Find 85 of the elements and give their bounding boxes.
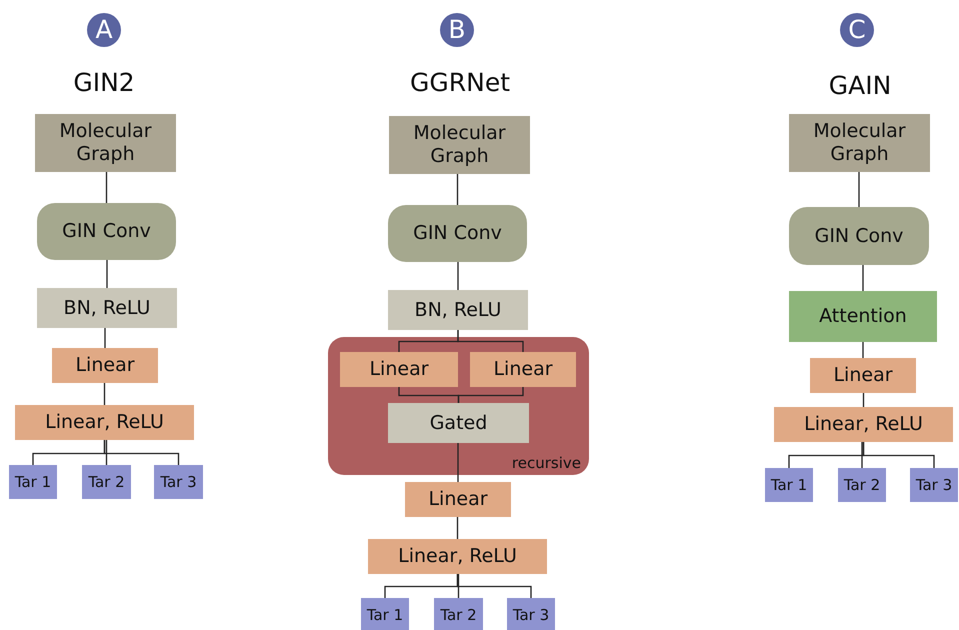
target-box: [82, 465, 131, 499]
norm-box: [37, 288, 177, 328]
connector-line: [456, 574, 532, 598]
letter-badge: [840, 13, 874, 47]
norm-box: [388, 403, 529, 443]
target-box: [154, 465, 203, 499]
node-label: GIN Conv: [62, 220, 151, 243]
target-box: [9, 465, 57, 499]
column-title: GAIN: [828, 71, 892, 100]
connector-line: [456, 174, 458, 205]
node-label: Tar 3: [512, 606, 550, 624]
connector-line: [862, 342, 864, 358]
connector-line: [456, 517, 458, 539]
input-box: [789, 114, 930, 172]
letter-badge: [440, 13, 474, 47]
node-label: Tar 2: [844, 476, 880, 494]
connector-line: [106, 172, 108, 203]
badge-letter: C: [848, 15, 866, 45]
node-label: Tar 1: [14, 473, 52, 491]
node-label: Tar 2: [88, 473, 125, 491]
node-label: BN, ReLU: [414, 298, 502, 322]
layer-box: [368, 539, 547, 574]
input-box: [35, 114, 176, 172]
node-label: Tar 1: [366, 606, 404, 624]
node-label: GIN Conv: [814, 224, 904, 248]
input-box: [389, 116, 530, 174]
connector-line: [104, 383, 106, 405]
badge-letter: A: [95, 15, 113, 45]
node-label: Linear: [493, 358, 553, 381]
layer-box: [340, 352, 458, 387]
connector-line: [106, 260, 108, 288]
connector-line: [861, 442, 863, 468]
node-label: Tar 1: [770, 476, 808, 494]
block-caption: recursive: [512, 454, 581, 472]
connector-line: [862, 265, 864, 291]
layer-box: [52, 348, 158, 383]
connector-line: [104, 328, 106, 348]
layer-box: [405, 482, 511, 517]
node-label: Tar 3: [916, 476, 952, 494]
connector-line: [106, 440, 108, 465]
node-label: Tar 3: [160, 473, 197, 491]
connector-line: [862, 393, 864, 407]
node-label: BN, ReLU: [64, 296, 150, 320]
connector-line: [458, 387, 524, 403]
target-box: [507, 598, 555, 630]
conv-box: [388, 205, 527, 262]
connector-line: [457, 330, 524, 352]
node-label: Linear: [428, 488, 488, 511]
connector-line: [858, 172, 860, 207]
node-label: Attention: [819, 305, 907, 328]
connector-line: [457, 443, 459, 482]
node-label: Linear: [369, 358, 429, 381]
badge-letter: B: [448, 15, 466, 45]
target-box: [361, 598, 409, 630]
node-label: Linear, ReLU: [45, 411, 164, 434]
conv-box: [37, 203, 176, 260]
node-label: Molecular Graph: [58, 120, 153, 166]
recursive-block: [328, 337, 589, 475]
node-label: Linear, ReLU: [804, 413, 923, 436]
node-label: Linear: [75, 354, 135, 377]
node-label: Molecular Graph: [412, 122, 507, 168]
layer-box: [15, 405, 194, 440]
target-box: [910, 468, 958, 502]
connector-line: [862, 442, 935, 468]
letter-badge: [87, 13, 121, 47]
column-title: GIN2: [73, 68, 135, 97]
connector-line: [457, 262, 459, 290]
node-label: Gated: [430, 412, 488, 434]
node-label: Tar 2: [440, 606, 477, 624]
node-label: Linear: [833, 364, 893, 387]
attention-box: [789, 291, 937, 342]
layer-box: [470, 352, 576, 387]
node-label: Molecular Graph: [812, 120, 907, 166]
node-label: Linear, ReLU: [398, 545, 517, 568]
norm-box: [388, 290, 528, 330]
conv-box: [789, 207, 929, 265]
connector-line: [458, 574, 460, 598]
node-label: GIN Conv: [413, 222, 502, 245]
target-box: [765, 468, 813, 502]
layer-box: [810, 358, 916, 393]
connector-line: [104, 440, 180, 465]
target-box: [838, 468, 886, 502]
column-title: GGRNet: [410, 68, 510, 97]
layer-box: [774, 407, 953, 442]
target-box: [434, 598, 483, 630]
